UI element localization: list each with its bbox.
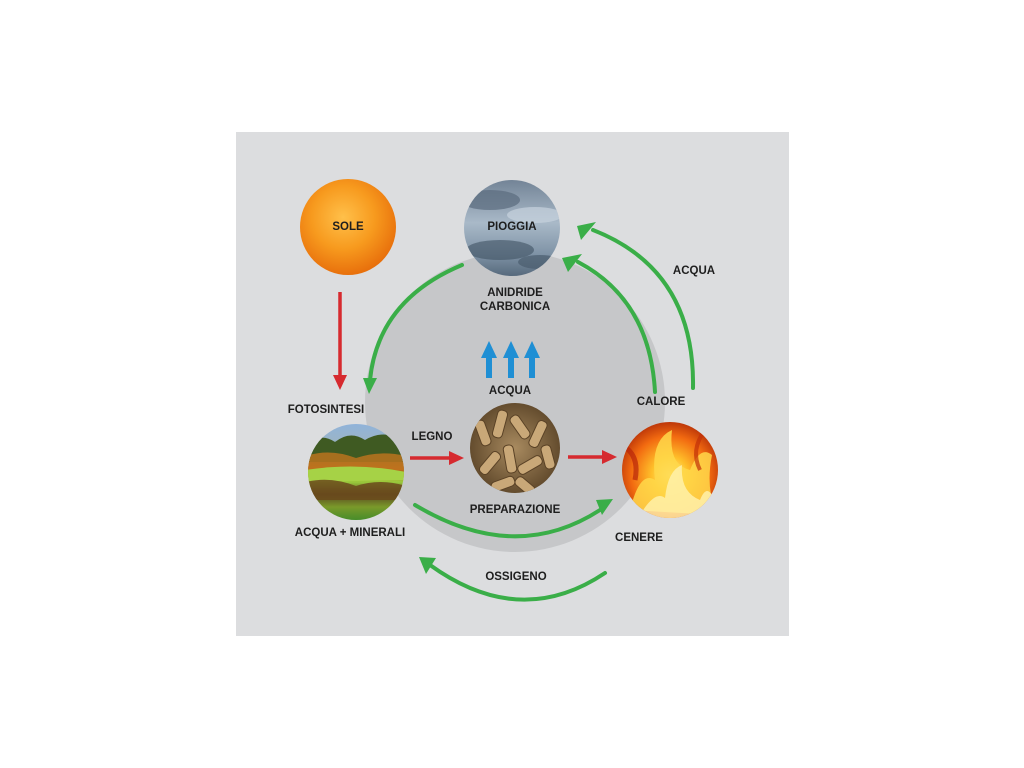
arrow-rain-to-forest — [368, 263, 464, 382]
fotosintesi-label: FOTOSINTESI — [287, 404, 365, 416]
arrowhead-green-3 — [562, 254, 582, 272]
arrow-fire-to-forest-oxygen — [428, 563, 607, 602]
legno-label: LEGNO — [411, 431, 453, 443]
acqua-right-label: ACQUA — [672, 265, 716, 277]
red-arrowheads — [333, 375, 617, 465]
blue-arrow-1 — [481, 341, 497, 378]
wood-pellets-image — [470, 403, 560, 493]
cenere-label: CENERE — [615, 532, 663, 544]
acqua-minerali-label: ACQUA + MINERALI — [294, 527, 406, 539]
arrowhead-red-2 — [449, 451, 464, 465]
ossigeno-label: OSSIGENO — [485, 571, 547, 583]
red-arrows — [338, 292, 603, 460]
inner-cycle-area — [365, 252, 665, 552]
calore-label: CALORE — [636, 396, 686, 408]
green-arrowheads — [363, 222, 613, 574]
arrowhead-green-1 — [363, 378, 377, 394]
green-arrows — [368, 228, 696, 602]
arrow-forest-to-fire — [413, 503, 602, 539]
arrowhead-green-5 — [419, 557, 436, 574]
blue-arrow-3 — [524, 341, 540, 378]
arrow-fire-to-rain-inner — [576, 260, 657, 394]
blue-arrow-2 — [503, 341, 519, 378]
anidride-carbonica-label: ANIDRIDE CARBONICA — [479, 287, 551, 313]
forest-landscape-image — [308, 424, 404, 520]
arrow-fire-to-rain-outer — [591, 228, 696, 390]
blue-arrows — [481, 341, 540, 378]
fire-flames-image — [622, 422, 718, 518]
sun-icon — [300, 179, 396, 275]
arrowhead-red-3 — [602, 450, 617, 464]
arrowhead-red-1 — [333, 375, 347, 390]
arrowhead-green-2 — [596, 499, 613, 515]
sun-label: SOLE — [332, 221, 364, 233]
arrowhead-green-4 — [577, 222, 596, 240]
acqua-center-label: ACQUA — [488, 385, 532, 397]
preparazione-label: PREPARAZIONE — [469, 504, 561, 516]
rain-label: PIOGGIA — [487, 221, 537, 233]
